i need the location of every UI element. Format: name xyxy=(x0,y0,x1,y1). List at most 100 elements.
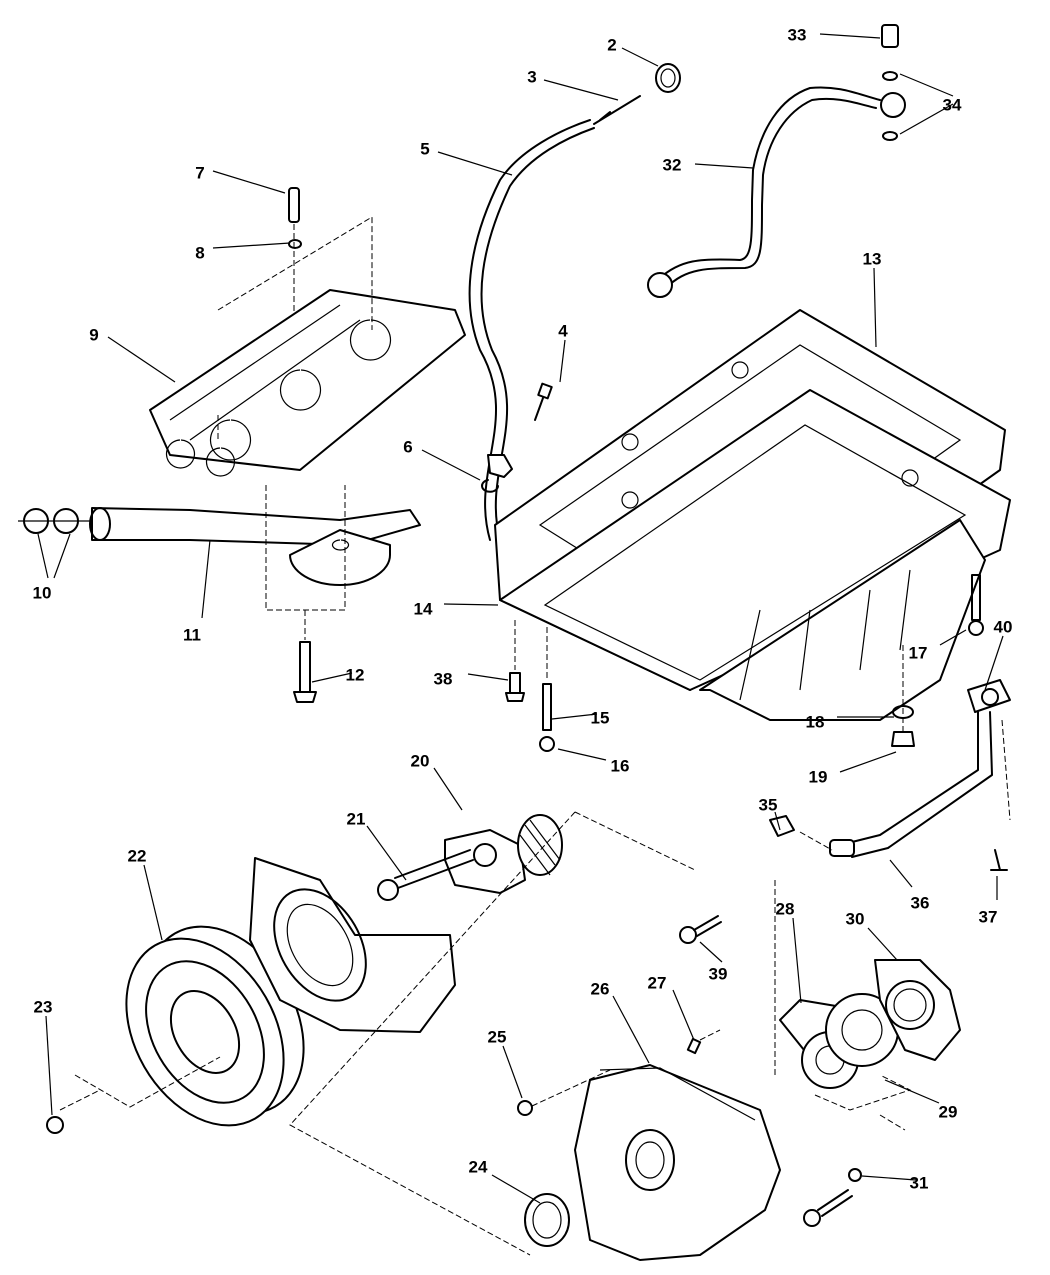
leader-line xyxy=(899,103,954,135)
leader-line xyxy=(984,635,1004,691)
callout-4: 4 xyxy=(558,321,568,383)
callout-layer: 2345678910111213141516171819202122232425… xyxy=(33,25,1013,1204)
timing-cover-part xyxy=(517,1029,781,1261)
callout-number: 4 xyxy=(558,321,568,340)
oil-tube-part xyxy=(769,679,1011,871)
leader-line xyxy=(939,629,967,646)
callout-number: 35 xyxy=(759,795,778,814)
bedplate-part xyxy=(149,216,466,477)
callout-number: 33 xyxy=(788,25,807,44)
callout-number: 15 xyxy=(591,708,610,727)
pan-fasteners-part xyxy=(505,574,984,752)
leader-line xyxy=(861,1175,917,1181)
callout-40: 40 xyxy=(984,617,1013,691)
leader-line xyxy=(212,170,286,194)
callout-number: 40 xyxy=(994,617,1013,636)
callout-13: 13 xyxy=(863,249,881,348)
callout-10: 10 xyxy=(33,533,71,602)
callout-32: 32 xyxy=(663,155,754,174)
leader-line xyxy=(212,242,291,249)
leader-line xyxy=(551,713,598,720)
callout-number: 28 xyxy=(776,899,795,918)
drain-plug-part xyxy=(891,645,915,747)
leader-line xyxy=(559,339,566,383)
callout-number: 24 xyxy=(469,1157,488,1176)
callout-number: 16 xyxy=(611,756,630,775)
callout-number: 5 xyxy=(420,139,429,158)
leader-line xyxy=(867,927,898,961)
callout-37: 37 xyxy=(979,876,998,926)
leader-line xyxy=(201,539,211,619)
callout-23: 23 xyxy=(34,997,53,1116)
sprocket-part xyxy=(377,814,563,901)
callout-number: 25 xyxy=(488,1027,507,1046)
leader-line xyxy=(889,859,913,888)
leader-line xyxy=(366,825,407,881)
callout-number: 37 xyxy=(979,907,998,926)
callout-39: 39 xyxy=(699,941,727,983)
callout-28: 28 xyxy=(776,899,802,1004)
timing-shield-part xyxy=(249,857,456,1033)
callout-number: 11 xyxy=(183,625,201,644)
callout-number: 8 xyxy=(195,243,204,262)
callout-number: 21 xyxy=(347,809,366,828)
callout-18: 18 xyxy=(806,712,894,731)
callout-number: 3 xyxy=(527,67,536,86)
callout-31: 31 xyxy=(861,1173,928,1192)
leader-line xyxy=(37,533,49,579)
bolt-4-part xyxy=(534,382,553,421)
leader-line xyxy=(467,673,509,681)
callout-20: 20 xyxy=(411,751,463,811)
leader-line xyxy=(612,995,650,1064)
callout-number: 10 xyxy=(33,583,52,602)
bolt-12-part xyxy=(293,641,317,703)
alignment-guide xyxy=(289,811,776,1256)
oil-pan-part xyxy=(494,309,1011,721)
callout-22: 22 xyxy=(128,846,163,941)
callout-6: 6 xyxy=(403,437,481,481)
callout-34: 34 xyxy=(899,73,962,135)
callout-24: 24 xyxy=(469,1157,541,1204)
leader-line xyxy=(437,151,513,176)
leader-line xyxy=(45,1015,53,1116)
leader-line xyxy=(792,917,802,1004)
leader-line xyxy=(621,47,659,67)
leader-line xyxy=(143,864,163,941)
callout-number: 30 xyxy=(846,909,865,928)
callout-9: 9 xyxy=(89,325,176,383)
callout-number: 27 xyxy=(648,973,667,992)
pickup-tube-part xyxy=(18,485,421,640)
callout-number: 9 xyxy=(89,325,98,344)
leader-line xyxy=(543,79,619,101)
oring-6-part xyxy=(481,479,499,493)
dipstick-tube-part xyxy=(468,63,681,541)
pulley-part xyxy=(46,925,305,1134)
callout-number: 29 xyxy=(939,1102,958,1121)
callout-number: 34 xyxy=(943,95,962,114)
leader-line xyxy=(107,336,176,383)
leader-line xyxy=(873,267,877,348)
callout-2: 2 xyxy=(607,35,659,67)
callout-number: 6 xyxy=(403,437,412,456)
callout-number: 17 xyxy=(909,643,928,662)
callout-7: 7 xyxy=(195,163,286,194)
callout-number: 19 xyxy=(809,767,828,786)
dowel-7-part xyxy=(288,187,302,395)
callout-number: 7 xyxy=(195,163,204,182)
callout-30: 30 xyxy=(846,909,898,961)
callout-number: 22 xyxy=(128,846,147,865)
callout-number: 26 xyxy=(591,979,610,998)
callout-26: 26 xyxy=(591,979,650,1064)
callout-number: 12 xyxy=(346,665,365,684)
callout-21: 21 xyxy=(347,809,407,881)
callout-35: 35 xyxy=(759,795,781,831)
callout-number: 2 xyxy=(607,35,616,54)
leader-line xyxy=(557,748,607,761)
dipstick-handle xyxy=(655,63,681,93)
oil-pump-part xyxy=(779,959,961,1131)
callout-number: 20 xyxy=(411,751,430,770)
callout-19: 19 xyxy=(809,751,897,786)
callout-11: 11 xyxy=(183,539,211,644)
callout-27: 27 xyxy=(648,973,695,1041)
